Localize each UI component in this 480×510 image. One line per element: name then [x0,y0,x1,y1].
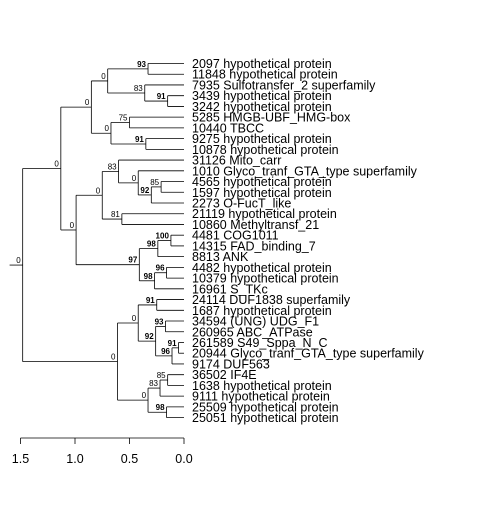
support-value: 93 [137,60,146,69]
support-value: 97 [128,256,137,265]
leaf-label: 10860 Methyltransf_21 [192,218,319,232]
leaf-label: 11848 hypothetical protein [192,68,338,82]
scale-axis: 1.5 1.0 0.5 0.0 [12,437,193,466]
support-value: 91 [157,92,166,101]
support-value: 75 [119,114,128,123]
axis-tick-label: 1.0 [66,452,83,466]
leaf-label: 9174 DUF563 [192,357,270,371]
support-value: 100 [156,232,170,241]
support-value: 0 [70,221,75,230]
leaf-label: 10379 hypothetical protein [192,272,339,286]
leaf-label: 9111 hypothetical protein [192,390,330,404]
leaf-label: 24114 DUF1838 superfamily [192,293,351,307]
leaf-label: 1597 hypothetical protein [192,186,332,200]
leaf-label: 20944 Glyco_tranf_GTA_type superfamily [192,347,425,361]
support-value: 0 [132,174,137,183]
leaf-label: 1010 Glyco_tranf_GTA_type superfamily [192,164,418,178]
support-value: 0 [54,160,59,169]
support-value: 91 [135,135,144,144]
support-value: 92 [140,186,149,195]
leaf-label: 10440 TBCC [192,121,264,135]
support-value: 91 [168,339,177,348]
leaf-label: 14315 FAD_binding_7 [192,239,316,253]
axis-tick-label: 1.5 [12,452,29,466]
support-values: 9391830759100859208381010098969897009193… [16,60,177,412]
axis-tick-label: 0.5 [121,452,138,466]
leaf-label: 16961 S_TKc [192,282,268,296]
support-value: 92 [145,332,154,341]
support-value: 0 [101,72,106,81]
leaf-label: 31126 Mito_carr [192,154,281,168]
leaf-label: 21119 hypothetical protein [192,207,337,221]
leaf-label: 36502 IF4E [192,368,257,382]
leaf-label: 3242 hypothetical protein [192,100,332,114]
leaf-label: 3439 hypothetical protein [192,89,332,103]
leaf-label: 2273 O-FucT_like [192,196,291,210]
leaf-label: 260965 ABC_ATPase [192,325,313,339]
support-value: 98 [144,272,153,281]
support-value: 0 [132,314,137,323]
support-value: 96 [161,347,170,356]
leaf-label: 261589 S49_Sppa_N_C [192,336,328,350]
leaf-label: 1638 hypothetical protein [192,379,332,393]
leaf-label: 34594 (UNG) UDG_F1 [192,315,319,329]
leaf-label: 25509 hypothetical protein [192,400,339,414]
support-value: 0 [105,124,110,133]
leaf-label: 4481 COG1011 [192,229,279,243]
leaf-label: 4565 hypothetical protein [192,175,332,189]
support-value: 98 [156,403,165,412]
leaf-label: 25051 hypothetical protein [192,411,339,425]
support-value: 98 [147,240,156,249]
support-value: 83 [108,162,117,171]
support-value: 96 [156,264,165,273]
support-value: 0 [111,353,116,362]
leaf-label: 9275 hypothetical protein [192,132,332,146]
leaf-label: 8813 ANK [192,250,249,264]
leaf-label: 2097 hypothetical protein [192,57,332,71]
leaf-label: 10878 hypothetical protein [192,143,339,157]
leaf-label: 1687 hypothetical protein [192,304,332,318]
support-value: 91 [146,296,155,305]
leaf-label: 7935 Sulfotransfer_2 superfamily [192,78,376,92]
support-value: 85 [157,371,166,380]
support-value: 0 [16,256,21,265]
leaf-label: 5285 HMGB-UBF_HMG-box [192,111,351,125]
support-value: 0 [85,98,90,107]
support-value: 81 [111,210,120,219]
support-value: 0 [142,391,147,400]
support-value: 0 [96,186,101,195]
support-value: 85 [150,178,159,187]
axis-tick-label: 0.0 [175,452,192,466]
support-value: 93 [155,317,164,326]
tree-branches [9,63,184,418]
support-value: 83 [149,379,158,388]
leaf-label: 4482 hypothetical protein [192,261,332,275]
support-value: 83 [134,84,143,93]
